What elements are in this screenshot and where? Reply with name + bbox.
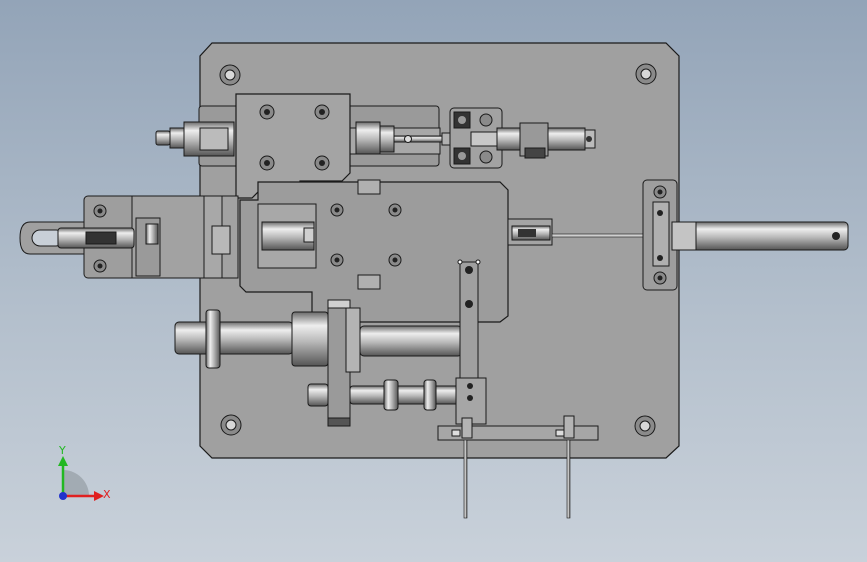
upper-left-cylinder[interactable]	[155, 121, 235, 157]
vertical-lever-arm[interactable]	[455, 259, 487, 425]
mounting-bolt-top-left	[219, 64, 241, 86]
upper-clamp-block[interactable]	[235, 93, 351, 199]
y-axis-label: Y	[58, 444, 66, 457]
left-clamp-assembly[interactable]	[83, 195, 239, 279]
x-axis-arrowhead-icon	[94, 491, 104, 501]
guide-pin-right[interactable]	[566, 439, 571, 519]
triad-plane-icon	[63, 470, 89, 496]
z-axis-origin-icon	[59, 492, 67, 500]
bottom-guide-rail[interactable]	[437, 415, 599, 441]
main-horizontal-shaft[interactable]	[174, 299, 463, 427]
upper-right-bracket[interactable]	[449, 107, 503, 169]
left-handle-link[interactable]	[19, 221, 135, 255]
guide-pin-left[interactable]	[463, 439, 468, 519]
x-axis-label: X	[103, 488, 111, 501]
coordinate-triad: Y X	[58, 444, 111, 501]
mounting-bolt-top-right	[635, 63, 657, 85]
mounting-bolt-bottom-left	[220, 414, 242, 436]
y-axis-arrowhead-icon	[58, 456, 68, 466]
lower-secondary-shaft[interactable]	[307, 379, 463, 411]
inner-slider-block[interactable]	[257, 203, 317, 269]
right-vertical-bracket[interactable]	[642, 179, 697, 291]
mounting-bolt-bottom-right	[634, 415, 656, 437]
upper-right-rod[interactable]	[496, 122, 596, 159]
